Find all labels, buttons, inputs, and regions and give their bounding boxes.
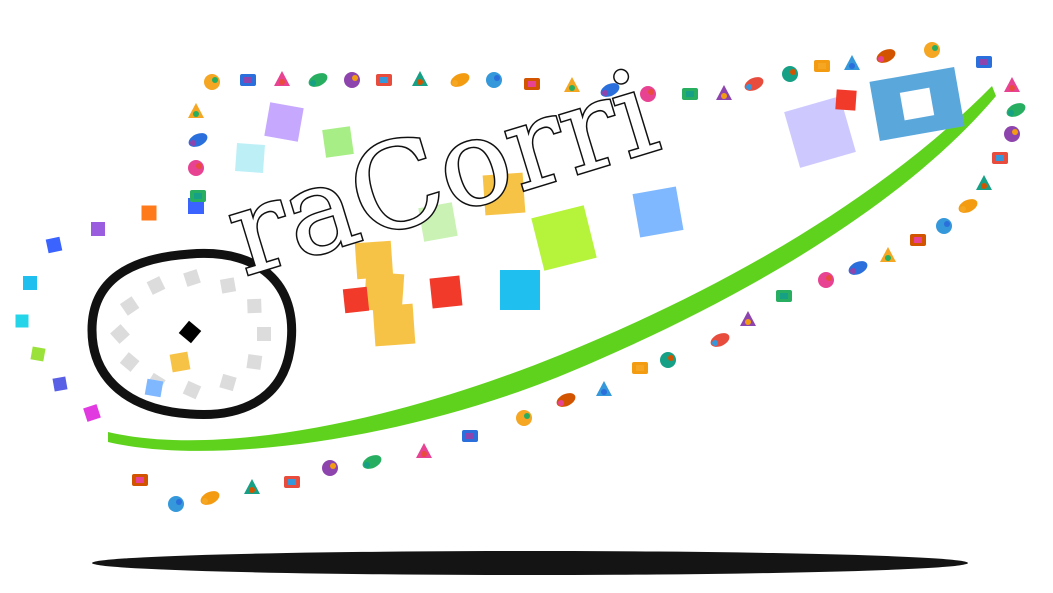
confetti-square — [141, 205, 157, 221]
compass-icon — [682, 88, 698, 100]
ice-cream-icon — [412, 71, 428, 86]
soccer-ball-icon — [1006, 103, 1026, 117]
icon-trail — [132, 42, 1026, 512]
confetti-square — [15, 314, 29, 328]
smiley-icon — [308, 73, 328, 87]
confetti-square — [83, 404, 101, 422]
confetti-square — [429, 275, 463, 309]
laptop-icon — [716, 85, 732, 100]
board-game-icon — [869, 66, 965, 142]
confetti-square — [23, 276, 37, 290]
green-swoosh — [108, 86, 996, 451]
puppet-stage-icon — [910, 234, 926, 246]
backpack-icon — [876, 49, 896, 63]
confetti-square — [30, 346, 46, 362]
balloon-icon — [782, 66, 798, 82]
ball-icon — [376, 74, 392, 86]
sailboat-icon — [190, 190, 206, 202]
compass-icon — [322, 460, 338, 476]
clock-tick — [246, 354, 263, 370]
camera-icon — [244, 479, 260, 494]
confetti-square — [264, 102, 304, 142]
flower-icon — [976, 56, 992, 68]
ferris-wheel-icon — [936, 218, 952, 234]
clock-tick — [182, 380, 202, 400]
confetti-square — [372, 303, 416, 347]
confetti-square — [784, 96, 856, 168]
book-icon — [848, 261, 868, 275]
trophy-icon — [1004, 126, 1020, 142]
children-icon — [274, 71, 290, 86]
seesaw-icon — [240, 74, 256, 86]
confetti-square — [363, 271, 405, 313]
confetti-square — [235, 143, 265, 173]
clock-tick — [146, 276, 166, 295]
confetti-square — [531, 205, 597, 271]
dancers-icon — [516, 410, 532, 426]
clock-hand — [178, 320, 202, 344]
smiley-icon — [740, 311, 756, 326]
balloon-icon — [200, 491, 220, 505]
flower-icon — [188, 160, 204, 176]
crayon-icon — [556, 393, 576, 407]
popsicle-icon — [596, 381, 612, 396]
confetti-square — [322, 126, 354, 158]
clock-icon — [87, 248, 297, 420]
confetti-square — [45, 236, 63, 254]
confetti-square — [91, 222, 105, 236]
runner-icon — [880, 247, 896, 262]
seesaw-icon — [818, 272, 834, 288]
ice-cream-icon — [632, 362, 648, 374]
pencil-icon — [416, 443, 432, 458]
music-note-icon — [924, 42, 940, 58]
bunting-icon — [362, 455, 382, 469]
candy-icon — [344, 72, 360, 88]
bunting-icon — [640, 86, 656, 102]
clock-tick — [219, 373, 237, 392]
backpack-icon — [188, 103, 204, 118]
confetti-square — [418, 202, 458, 242]
clock-tick — [183, 269, 201, 287]
popsicle-icon — [450, 73, 470, 87]
kite-icon — [564, 77, 580, 92]
kite-icon — [462, 430, 478, 442]
clock-tick — [247, 298, 262, 314]
confetti-square — [342, 286, 370, 314]
pencil-icon — [600, 83, 620, 97]
sailboat-icon — [1004, 77, 1020, 92]
guitar-icon — [844, 55, 860, 70]
confetti-square — [835, 89, 857, 111]
volleyball-icon — [976, 175, 992, 190]
confetti-square — [482, 172, 526, 216]
confetti-square — [354, 240, 394, 280]
ball-icon — [660, 352, 676, 368]
dancers-icon — [524, 78, 540, 90]
book-icon — [204, 74, 220, 90]
confetti-square — [632, 186, 684, 238]
ping-pong-icon — [992, 152, 1008, 164]
ground-shadow — [92, 551, 968, 575]
guitar-icon — [132, 474, 148, 486]
clock-tick — [119, 352, 140, 372]
crayon-icon — [486, 72, 502, 88]
confetti-square — [500, 270, 540, 310]
confetti-square — [52, 376, 68, 392]
whistle-icon — [958, 199, 978, 213]
camera-icon — [744, 77, 764, 91]
carnival-mask-icon — [168, 496, 184, 512]
clock-hand — [169, 351, 191, 373]
clock-tick — [110, 324, 130, 344]
confetti-squares — [15, 66, 965, 422]
candy-icon — [710, 333, 730, 347]
carnival-mask-icon — [814, 60, 830, 72]
clock-tick — [219, 277, 237, 294]
clock-tick — [257, 327, 271, 341]
music-note-icon — [188, 133, 208, 147]
clock-hand — [144, 378, 164, 398]
laptop-icon — [284, 476, 300, 488]
clock-tick — [119, 296, 140, 316]
children-icon — [776, 290, 792, 302]
